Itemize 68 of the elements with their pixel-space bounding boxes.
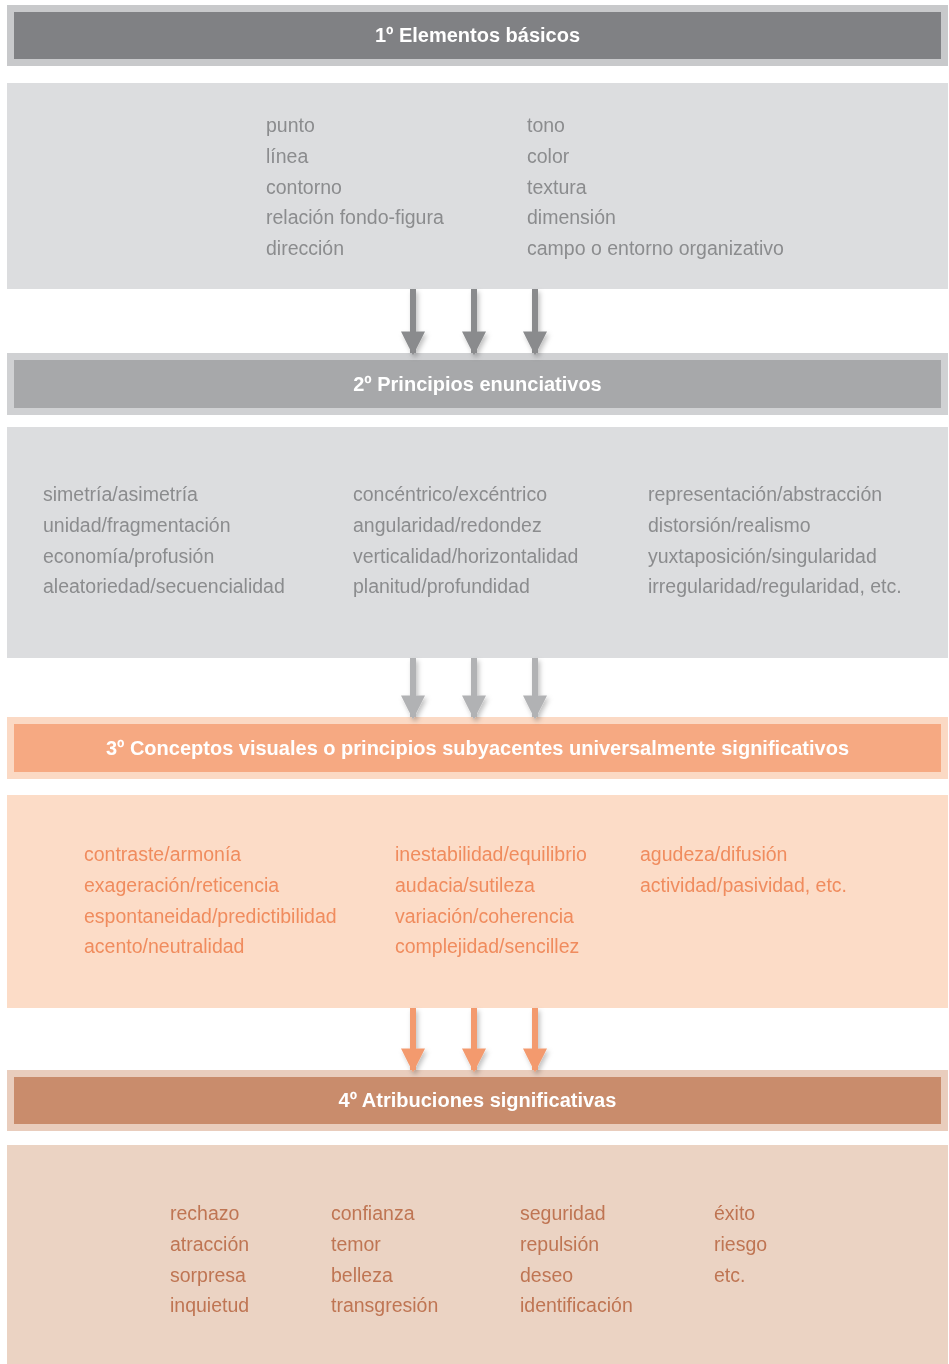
header-title: 1º Elementos básicos <box>374 24 581 47</box>
list-item: rechazo <box>170 1201 240 1225</box>
list-item: etc. <box>714 1262 746 1287</box>
list-item: punto <box>266 113 315 137</box>
arrow <box>401 289 425 356</box>
list-item: espontaneidad/predictibilidad <box>84 903 337 928</box>
list-item: economía/profusión <box>43 543 215 568</box>
arrow <box>401 658 425 720</box>
list-item: yuxtaposición/singularidad <box>648 543 877 568</box>
list-item: línea <box>266 143 309 168</box>
list-item: inestabilidad/equilibrio <box>395 842 587 866</box>
list-item: representación/abstracción <box>648 482 883 506</box>
arrow <box>462 658 486 720</box>
list-item: tono <box>527 113 565 137</box>
header-title: 3º Conceptos visuales o principios subyacentes universalmente significativos <box>105 736 850 760</box>
arrow <box>462 289 486 356</box>
list-item: repulsión <box>520 1231 600 1256</box>
list-item: exageración/reticencia <box>84 872 280 897</box>
list-item: verticalidad/horizontalidad <box>353 543 579 568</box>
header-band <box>7 717 948 779</box>
list-item: actividad/pasividad, etc. <box>640 872 848 897</box>
list-item: temor <box>331 1231 381 1256</box>
content-panel <box>7 83 948 289</box>
list-item: relación fondo-figura <box>266 205 444 230</box>
list-item: color <box>527 143 570 168</box>
header-title: 4º Atribuciones significativas <box>338 1089 617 1112</box>
list-item: éxito <box>714 1201 756 1225</box>
list-item: inquietud <box>170 1293 250 1318</box>
list-item: atracción <box>170 1231 250 1256</box>
list-item: acento/neutralidad <box>84 934 245 959</box>
list-item: angularidad/redondez <box>353 512 542 537</box>
list-item: confianza <box>331 1201 415 1225</box>
header-band <box>7 1070 948 1131</box>
content-panel <box>7 795 948 1008</box>
list-item: transgresión <box>331 1293 439 1318</box>
list-item: contraste/armonía <box>84 842 242 866</box>
arrow <box>462 1008 486 1073</box>
list-item: agudeza/difusión <box>640 842 788 866</box>
list-item: complejidad/sencillez <box>395 934 580 959</box>
arrow <box>401 1008 425 1073</box>
list-item: unidad/fragmentación <box>43 512 231 537</box>
list-item: sorpresa <box>170 1262 246 1287</box>
list-item: planitud/profundidad <box>353 574 530 599</box>
list-item: belleza <box>331 1262 393 1287</box>
list-item: distorsión/realismo <box>648 512 811 537</box>
arrow <box>523 658 547 720</box>
list-item: aleatoriedad/secuencialidad <box>43 574 285 599</box>
list-item: campo o entorno organizativo <box>527 236 784 261</box>
header-band <box>7 353 948 415</box>
list-item: concéntrico/excéntrico <box>353 482 547 506</box>
list-item: contorno <box>266 174 342 199</box>
list-item: simetría/asimetría <box>43 482 198 506</box>
list-item: textura <box>527 174 587 199</box>
list-item: seguridad <box>520 1201 606 1225</box>
list-item: variación/coherencia <box>395 903 574 928</box>
list-item: deseo <box>520 1262 574 1287</box>
header-title: 2º Principios enunciativos <box>353 372 602 396</box>
arrow <box>523 1008 547 1073</box>
list-item: dirección <box>266 236 345 261</box>
arrow <box>523 289 547 356</box>
list-item: identificación <box>520 1293 633 1318</box>
list-item: irregularidad/regularidad, etc. <box>648 574 902 599</box>
list-item: audacia/sutileza <box>395 872 535 897</box>
list-item: dimensión <box>527 205 616 230</box>
header-band <box>7 5 948 66</box>
content-panel <box>7 1145 948 1364</box>
content-panel <box>7 427 948 658</box>
list-item: riesgo <box>714 1231 768 1256</box>
